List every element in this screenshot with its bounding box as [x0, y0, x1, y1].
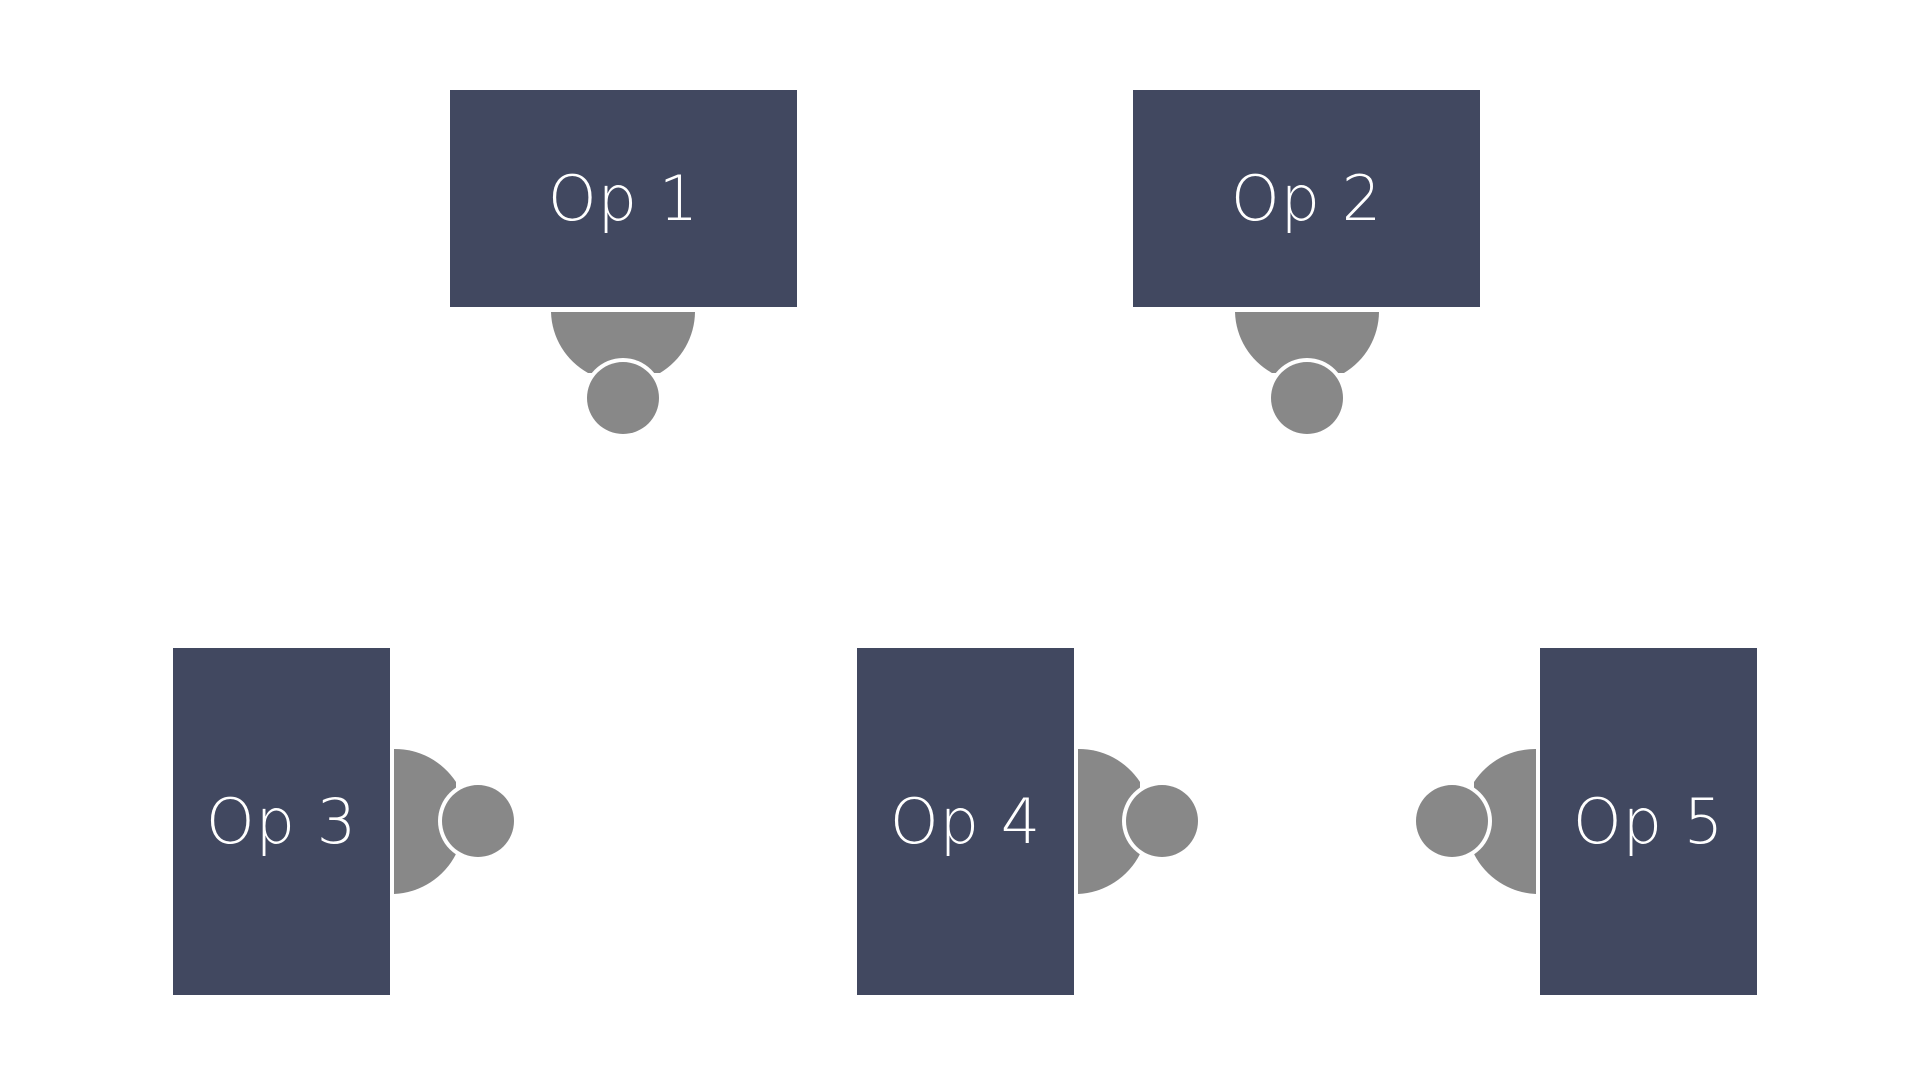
person-head-op4 — [1126, 785, 1198, 857]
chair-back-op3 — [394, 748, 456, 894]
chair-op3 — [394, 748, 518, 894]
desk-label-op5: Op 5 — [1572, 785, 1725, 858]
person-head-op1 — [587, 362, 659, 434]
person-head-op3 — [442, 785, 514, 857]
chair-op1 — [551, 312, 695, 438]
chair-back-op5 — [1474, 748, 1536, 894]
desk-label-op2: Op 2 — [1230, 162, 1383, 235]
desk-op2[interactable]: Op 2 — [1133, 90, 1480, 307]
desk-op4[interactable]: Op 4 — [857, 648, 1074, 995]
chair-op2 — [1235, 312, 1379, 438]
desk-label-op3: Op 3 — [205, 785, 358, 858]
chair-back-op4 — [1078, 748, 1140, 894]
desk-label-op4: Op 4 — [889, 785, 1042, 858]
desk-op3[interactable]: Op 3 — [173, 648, 390, 995]
person-head-op2 — [1271, 362, 1343, 434]
chair-back-op1 — [551, 312, 695, 373]
person-head-op5 — [1416, 785, 1488, 857]
chair-op4 — [1078, 748, 1202, 894]
desk-op5[interactable]: Op 5 — [1540, 648, 1757, 995]
chair-op5 — [1412, 748, 1536, 894]
desk-label-op1: Op 1 — [547, 162, 700, 235]
chair-back-op2 — [1235, 312, 1379, 373]
desk-op1[interactable]: Op 1 — [450, 90, 797, 307]
